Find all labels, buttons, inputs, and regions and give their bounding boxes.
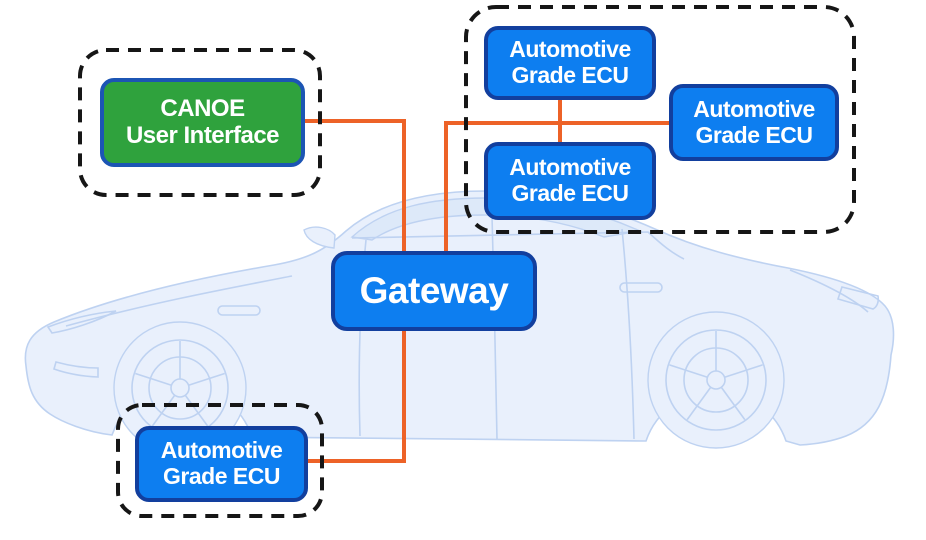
ecu-top-label-line1: Automotive	[509, 36, 631, 63]
ecu-bottom-label-line2: Grade ECU	[163, 463, 280, 489]
ecu-bottom-label-line1: Automotive	[160, 437, 283, 464]
connector-canoe-to-gateway	[303, 119, 406, 255]
ecu-node-top: Automotive Grade ECU	[484, 26, 656, 100]
ecu-right-label-line2: Grade ECU	[695, 121, 813, 148]
car-front-wheel	[113, 321, 247, 455]
car-mirror	[303, 226, 336, 249]
car-trunk-crease	[789, 269, 869, 313]
canoe-user-interface-node: CANOE User Interface	[100, 78, 305, 167]
gateway-node: Gateway	[331, 251, 537, 331]
ecu-node-middle: Automotive Grade ECU	[484, 142, 656, 220]
car-door-seam-rear	[621, 228, 635, 440]
car-front-intake	[53, 361, 99, 378]
ecu-right-label-line1: Automotive	[693, 95, 815, 122]
connector-gateway-to-ecu-bus	[444, 121, 671, 255]
car-door-handle-rear	[619, 282, 663, 293]
canoe-cluster-outline	[78, 48, 322, 197]
car-hood-crease	[65, 275, 293, 327]
canoe-node-label-line1: CANOE	[160, 94, 245, 122]
car-headlight	[46, 310, 117, 334]
bottom-ecu-cluster-outline	[116, 403, 324, 518]
canoe-node-label-line2: User Interface	[125, 121, 280, 149]
car-taillight	[836, 286, 880, 310]
car-door-handle-front	[217, 305, 261, 316]
connector-lines	[303, 99, 671, 463]
car-beltline	[351, 231, 685, 260]
gateway-node-label: Gateway	[359, 270, 509, 312]
ecu-cluster-outline	[464, 5, 856, 234]
ecu-node-bottom: Automotive Grade ECU	[135, 426, 308, 502]
cluster-outlines	[78, 5, 856, 518]
ecu-middle-label-line1: Automotive	[509, 154, 631, 181]
car-rear-wheel	[647, 311, 785, 449]
ecu-top-label-line2: Grade ECU	[511, 62, 629, 88]
ecu-node-right: Automotive Grade ECU	[669, 84, 839, 161]
connector-gateway-to-bottom-ecu	[305, 327, 406, 463]
ecu-middle-label-line2: Grade ECU	[511, 180, 629, 206]
